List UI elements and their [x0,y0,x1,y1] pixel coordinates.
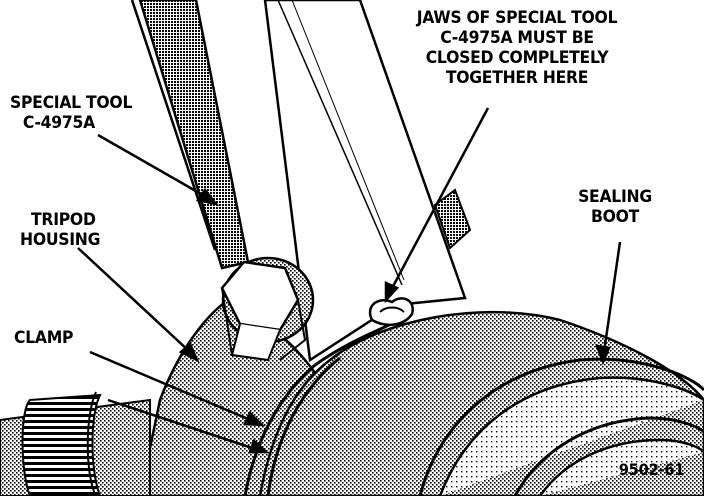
clamp-band [243,297,414,496]
label-jaws-note-line-3: CLOSED COMPLETELY [425,48,609,68]
label-tripod-housing-line-1: TRIPOD [31,210,96,230]
label-sealing-boot-line-2: BOOT [590,207,640,227]
label-jaws-note-line-1: JAWS OF SPECIAL TOOL [416,8,618,28]
label-jaws-note-line-2: C-4975A MUST BE [440,28,594,48]
leader-lines [77,107,622,454]
label-tripod-housing-line-2: HOUSING [20,230,101,250]
special-tool-jaw-plate [263,0,467,363]
label-jaws-note-line-4: TOGETHER HERE [445,68,589,88]
label-clamp: CLAMP [14,328,73,348]
figure-number-text: 9502-61 [618,460,684,479]
hex-bolt [220,256,315,362]
label-special-tool: SPECIAL TOOL C-4975A [10,93,132,133]
special-tool-handle [130,0,250,270]
label-special-tool-line-2: C-4975A [22,113,95,133]
label-special-tool-line-1: SPECIAL TOOL [10,93,133,113]
threaded-stud [433,188,472,250]
label-tripod-housing: TRIPOD HOUSING [20,210,100,250]
label-sealing-boot-line-1: SEALING [578,187,652,207]
label-sealing-boot: SEALING BOOT [564,187,665,227]
sealing-boot [258,310,704,496]
shaft-ribbed-end [0,391,151,496]
label-clamp-text: CLAMP [14,328,74,348]
figure-number: 9502-61 [618,460,684,480]
label-jaws-note: JAWS OF SPECIAL TOOL C-4975A MUST BE CLO… [384,8,651,88]
